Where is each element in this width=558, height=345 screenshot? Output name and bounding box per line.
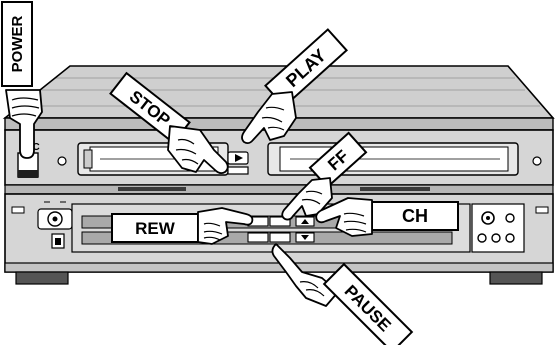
rew-callout: REW [111,207,254,245]
ff-callout: FF [281,131,368,221]
dubbing-dial[interactable] [37,201,73,230]
ff-hand [281,177,333,221]
power-hand [5,89,43,159]
record-button[interactable] [247,232,269,243]
av-input-panel [471,203,525,253]
power-label: POWER [9,16,26,73]
rew-label: REW [135,219,176,238]
ch-label: CH [402,206,428,226]
vcr-upper-front: JVC [4,129,554,195]
rew-hand [197,207,254,245]
fast-forward-button[interactable] [269,216,291,227]
ch-callout: CH [315,197,459,237]
right-eject-button[interactable] [532,156,542,166]
small-switch[interactable] [51,233,65,249]
vcr-feet [15,271,543,285]
stop-hand [167,125,229,175]
ch-hand [315,197,373,237]
power-callout: POWER [1,1,43,159]
left-eject-button[interactable] [57,156,67,166]
stop-button[interactable] [227,166,249,175]
pause-hand [271,243,339,307]
pause-button[interactable] [269,232,291,243]
play-button[interactable] [227,151,249,165]
stop-callout: STOP [109,71,229,175]
play-hand [241,91,297,145]
right-cassette-door [267,142,519,176]
